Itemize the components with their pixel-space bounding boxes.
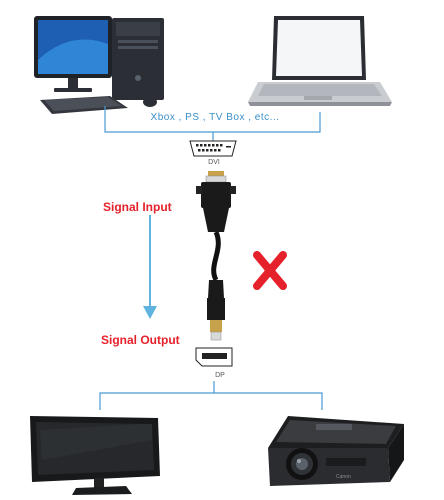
projector-icon: Canon [268,416,404,486]
monitor-icon [30,416,160,495]
adapter-cable-icon [196,171,236,341]
signal-output-label: Signal Output [101,333,180,347]
signal-input-label: Signal Input [103,200,172,214]
top-bracket-lines [104,106,321,141]
dvi-port-icon [189,140,237,157]
laptop-icon [248,16,392,106]
source-devices-label: Xbox , PS , TV Box , etc... [150,112,280,123]
bottom-bracket-lines [99,381,323,410]
signal-direction-arrow [143,215,157,319]
dp-label: DP [215,372,225,379]
dvi-label: DVI [208,159,220,166]
svg-text:Canon: Canon [336,474,351,480]
desktop-computer-icon [34,16,164,114]
not-supported-cross-icon [253,251,287,290]
displayport-port-icon [195,347,233,367]
